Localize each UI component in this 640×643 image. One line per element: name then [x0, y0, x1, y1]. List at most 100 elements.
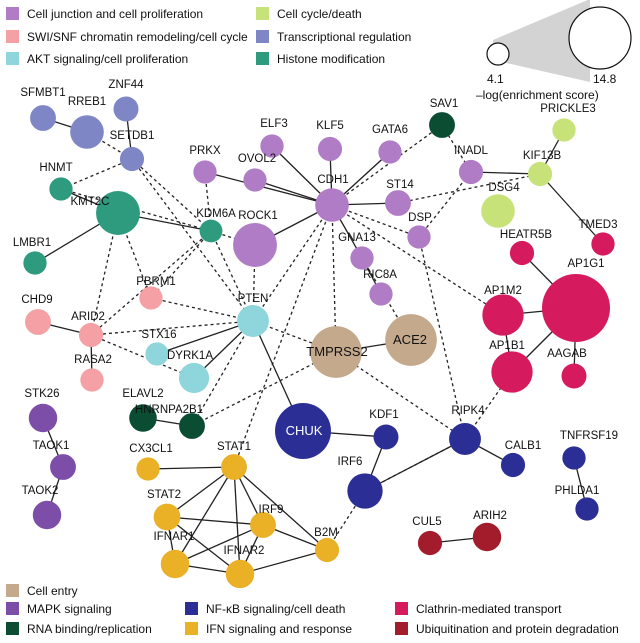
node-cdh1[interactable]: [315, 188, 349, 222]
edge-tmprss2-ripk4: [335, 351, 466, 440]
node-rreb1[interactable]: [70, 115, 104, 149]
edge-irf9-ifnar1: [174, 524, 264, 565]
edge-ifnar2-b2m: [239, 549, 328, 575]
node-pten[interactable]: [237, 305, 269, 337]
node-hnmt[interactable]: [49, 177, 73, 201]
node-prkx[interactable]: [193, 160, 217, 184]
node-label-st14: ST14: [386, 179, 414, 191]
node-pbrm1[interactable]: [139, 286, 163, 310]
node-label-stat2: STAT2: [147, 489, 181, 501]
node-stat1[interactable]: [221, 454, 247, 480]
node-label-pbrm1: PBRM1: [136, 276, 176, 288]
node-b2m[interactable]: [314, 537, 340, 563]
node-tmprss2[interactable]: [310, 326, 362, 378]
node-label-znf44: ZNF44: [108, 79, 144, 91]
node-aagab[interactable]: [561, 363, 587, 389]
node-ap1m2[interactable]: [482, 294, 524, 336]
node-kdf1[interactable]: [373, 424, 399, 450]
legend-swatch-transcription: [256, 30, 269, 43]
node-ifnar2[interactable]: [225, 559, 255, 589]
node-arid2[interactable]: [78, 322, 104, 348]
node-label-prickle3: PRICKLE3: [540, 103, 596, 115]
node-elf3[interactable]: [260, 134, 284, 158]
node-ric8a[interactable]: [369, 282, 393, 306]
node-tnfrsf19[interactable]: [562, 446, 586, 470]
legend-swatch-ifn: [185, 622, 198, 635]
node-kmt2c[interactable]: [96, 191, 140, 235]
node-rock1[interactable]: [233, 223, 277, 267]
legend-swatch-junction: [6, 7, 19, 20]
node-znf44[interactable]: [113, 96, 139, 122]
node-ap1g1[interactable]: [542, 274, 610, 342]
edge-stat2-ifnar2: [166, 516, 241, 575]
edge-stat2-irf9: [166, 516, 264, 526]
node-cul5[interactable]: [417, 530, 443, 556]
node-label-cx3cl1: CX3CL1: [129, 443, 172, 455]
node-label-lmbr1: LMBR1: [13, 237, 51, 249]
node-chuk[interactable]: [275, 403, 331, 459]
node-ovol2[interactable]: [243, 168, 267, 192]
edge-stat1-ifnar2: [233, 466, 241, 575]
node-taok1[interactable]: [50, 454, 76, 480]
node-hnrnpa2b1[interactable]: [179, 413, 205, 439]
node-dsp[interactable]: [407, 225, 431, 249]
node-label-gna13: GNA13: [338, 232, 376, 244]
node-klf5[interactable]: [317, 136, 343, 162]
node-inadl[interactable]: [458, 159, 484, 185]
node-kdm6a[interactable]: [199, 219, 223, 243]
node-dyrk1a[interactable]: [178, 362, 210, 394]
node-calb1[interactable]: [500, 452, 526, 478]
node-kif13b[interactable]: [527, 161, 553, 187]
legend-label-rna: RNA binding/replication: [27, 622, 152, 636]
node-sav1[interactable]: [429, 112, 455, 138]
edge-kif13b-tmed3: [539, 173, 604, 245]
node-cx3cl1[interactable]: [136, 457, 160, 481]
node-tmed3[interactable]: [591, 232, 615, 256]
node-label-inadl: INADL: [454, 145, 488, 157]
node-label-sav1: SAV1: [430, 98, 459, 110]
node-rasa2[interactable]: [80, 368, 104, 392]
node-gata6[interactable]: [378, 140, 402, 164]
edge-dsp-inadl: [418, 171, 472, 238]
node-lmbr1[interactable]: [23, 251, 47, 275]
node-arih2[interactable]: [472, 522, 502, 552]
node-taok2[interactable]: [32, 500, 62, 530]
node-ap1b1[interactable]: [491, 351, 533, 393]
node-label-hnmt: HNMT: [39, 162, 72, 174]
node-ifnar1[interactable]: [160, 549, 190, 579]
node-irf6[interactable]: [347, 473, 383, 509]
node-stk26[interactable]: [28, 403, 58, 433]
node-sfmbt1[interactable]: [30, 105, 56, 131]
legend-label-histone: Histone modification: [277, 52, 385, 66]
node-label-kdm6a: KDM6A: [196, 208, 236, 220]
edge-st14-kif13b: [397, 173, 541, 204]
node-st14[interactable]: [385, 190, 411, 216]
node-label-calb1: CALB1: [505, 440, 541, 452]
size-legend-max-label: 14.8: [593, 72, 617, 86]
node-dsg4[interactable]: [481, 194, 515, 228]
node-gna13[interactable]: [350, 246, 374, 270]
legend-label-clathrin: Clathrin-mediated transport: [416, 602, 562, 616]
node-stat2[interactable]: [153, 503, 181, 531]
node-ripk4[interactable]: [449, 423, 481, 455]
nodes-layer: [23, 96, 615, 589]
size-legend-max-circle: [568, 6, 632, 70]
node-stx16[interactable]: [145, 342, 169, 366]
node-heatr5b[interactable]: [509, 240, 535, 266]
node-label-sfmbt1: SFMBT1: [20, 87, 65, 99]
node-chd9[interactable]: [25, 309, 51, 335]
node-elavl2[interactable]: [129, 404, 157, 432]
node-setdb1[interactable]: [119, 146, 145, 172]
edge-dsp-ripk4: [418, 236, 466, 440]
edge-prkx-cdh1: [204, 171, 333, 206]
node-phlda1[interactable]: [575, 497, 599, 521]
size-legend-title: –log(enrichment score): [476, 88, 599, 102]
legend-label-swisnf: SWI/SNF chromatin remodeling/cell cycle: [27, 30, 248, 44]
node-ace2[interactable]: [385, 314, 437, 366]
legend-swatch-mapk: [6, 602, 19, 615]
node-irf9[interactable]: [250, 512, 276, 538]
edge-cx3cl1-stat1: [147, 466, 235, 470]
node-prickle3[interactable]: [552, 118, 576, 142]
node-label-ric8a: RIC8A: [363, 269, 397, 281]
legend-label-mapk: MAPK signaling: [27, 602, 112, 616]
